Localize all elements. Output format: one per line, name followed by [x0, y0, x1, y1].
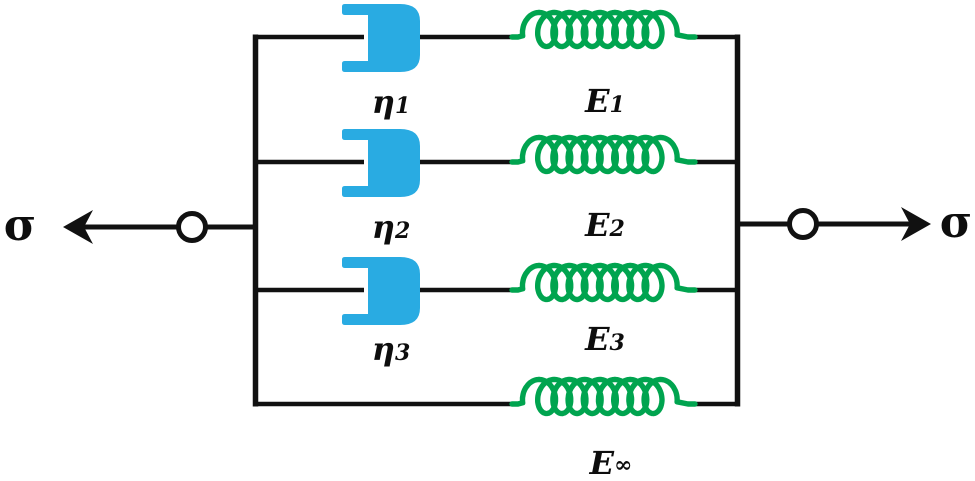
left-arrowhead-icon	[63, 210, 93, 244]
dashpot-3-body	[342, 257, 420, 325]
dashpot-1-label: η1	[372, 83, 411, 121]
spring-1-label: E1	[584, 82, 625, 120]
spring-1	[509, 9, 698, 50]
left-pin-joint	[176, 211, 208, 243]
right-arrowhead-icon	[901, 207, 931, 241]
stress-label-left: σ	[4, 200, 36, 251]
spring-4-label: E∞	[589, 444, 633, 481]
left-terminal	[63, 210, 258, 244]
dashpot-3	[342, 257, 420, 325]
right-pin-joint	[787, 208, 819, 240]
stress-label-right: σ	[940, 197, 972, 248]
dashpot-2-label: η2	[372, 208, 411, 246]
spring-4	[509, 376, 698, 417]
dashpot-2-body	[342, 129, 420, 197]
dashpot-2	[342, 129, 420, 197]
dashpot-3-label: η3	[372, 330, 411, 368]
dashpot-1-body	[342, 4, 420, 72]
spring-3	[509, 262, 698, 303]
right-terminal	[736, 207, 931, 241]
spring-2	[509, 134, 698, 175]
spring-3-label: E3	[584, 320, 625, 358]
branch-wires	[253, 34, 740, 407]
dashpot-1	[342, 4, 420, 72]
spring-2-label: E2	[584, 206, 625, 244]
